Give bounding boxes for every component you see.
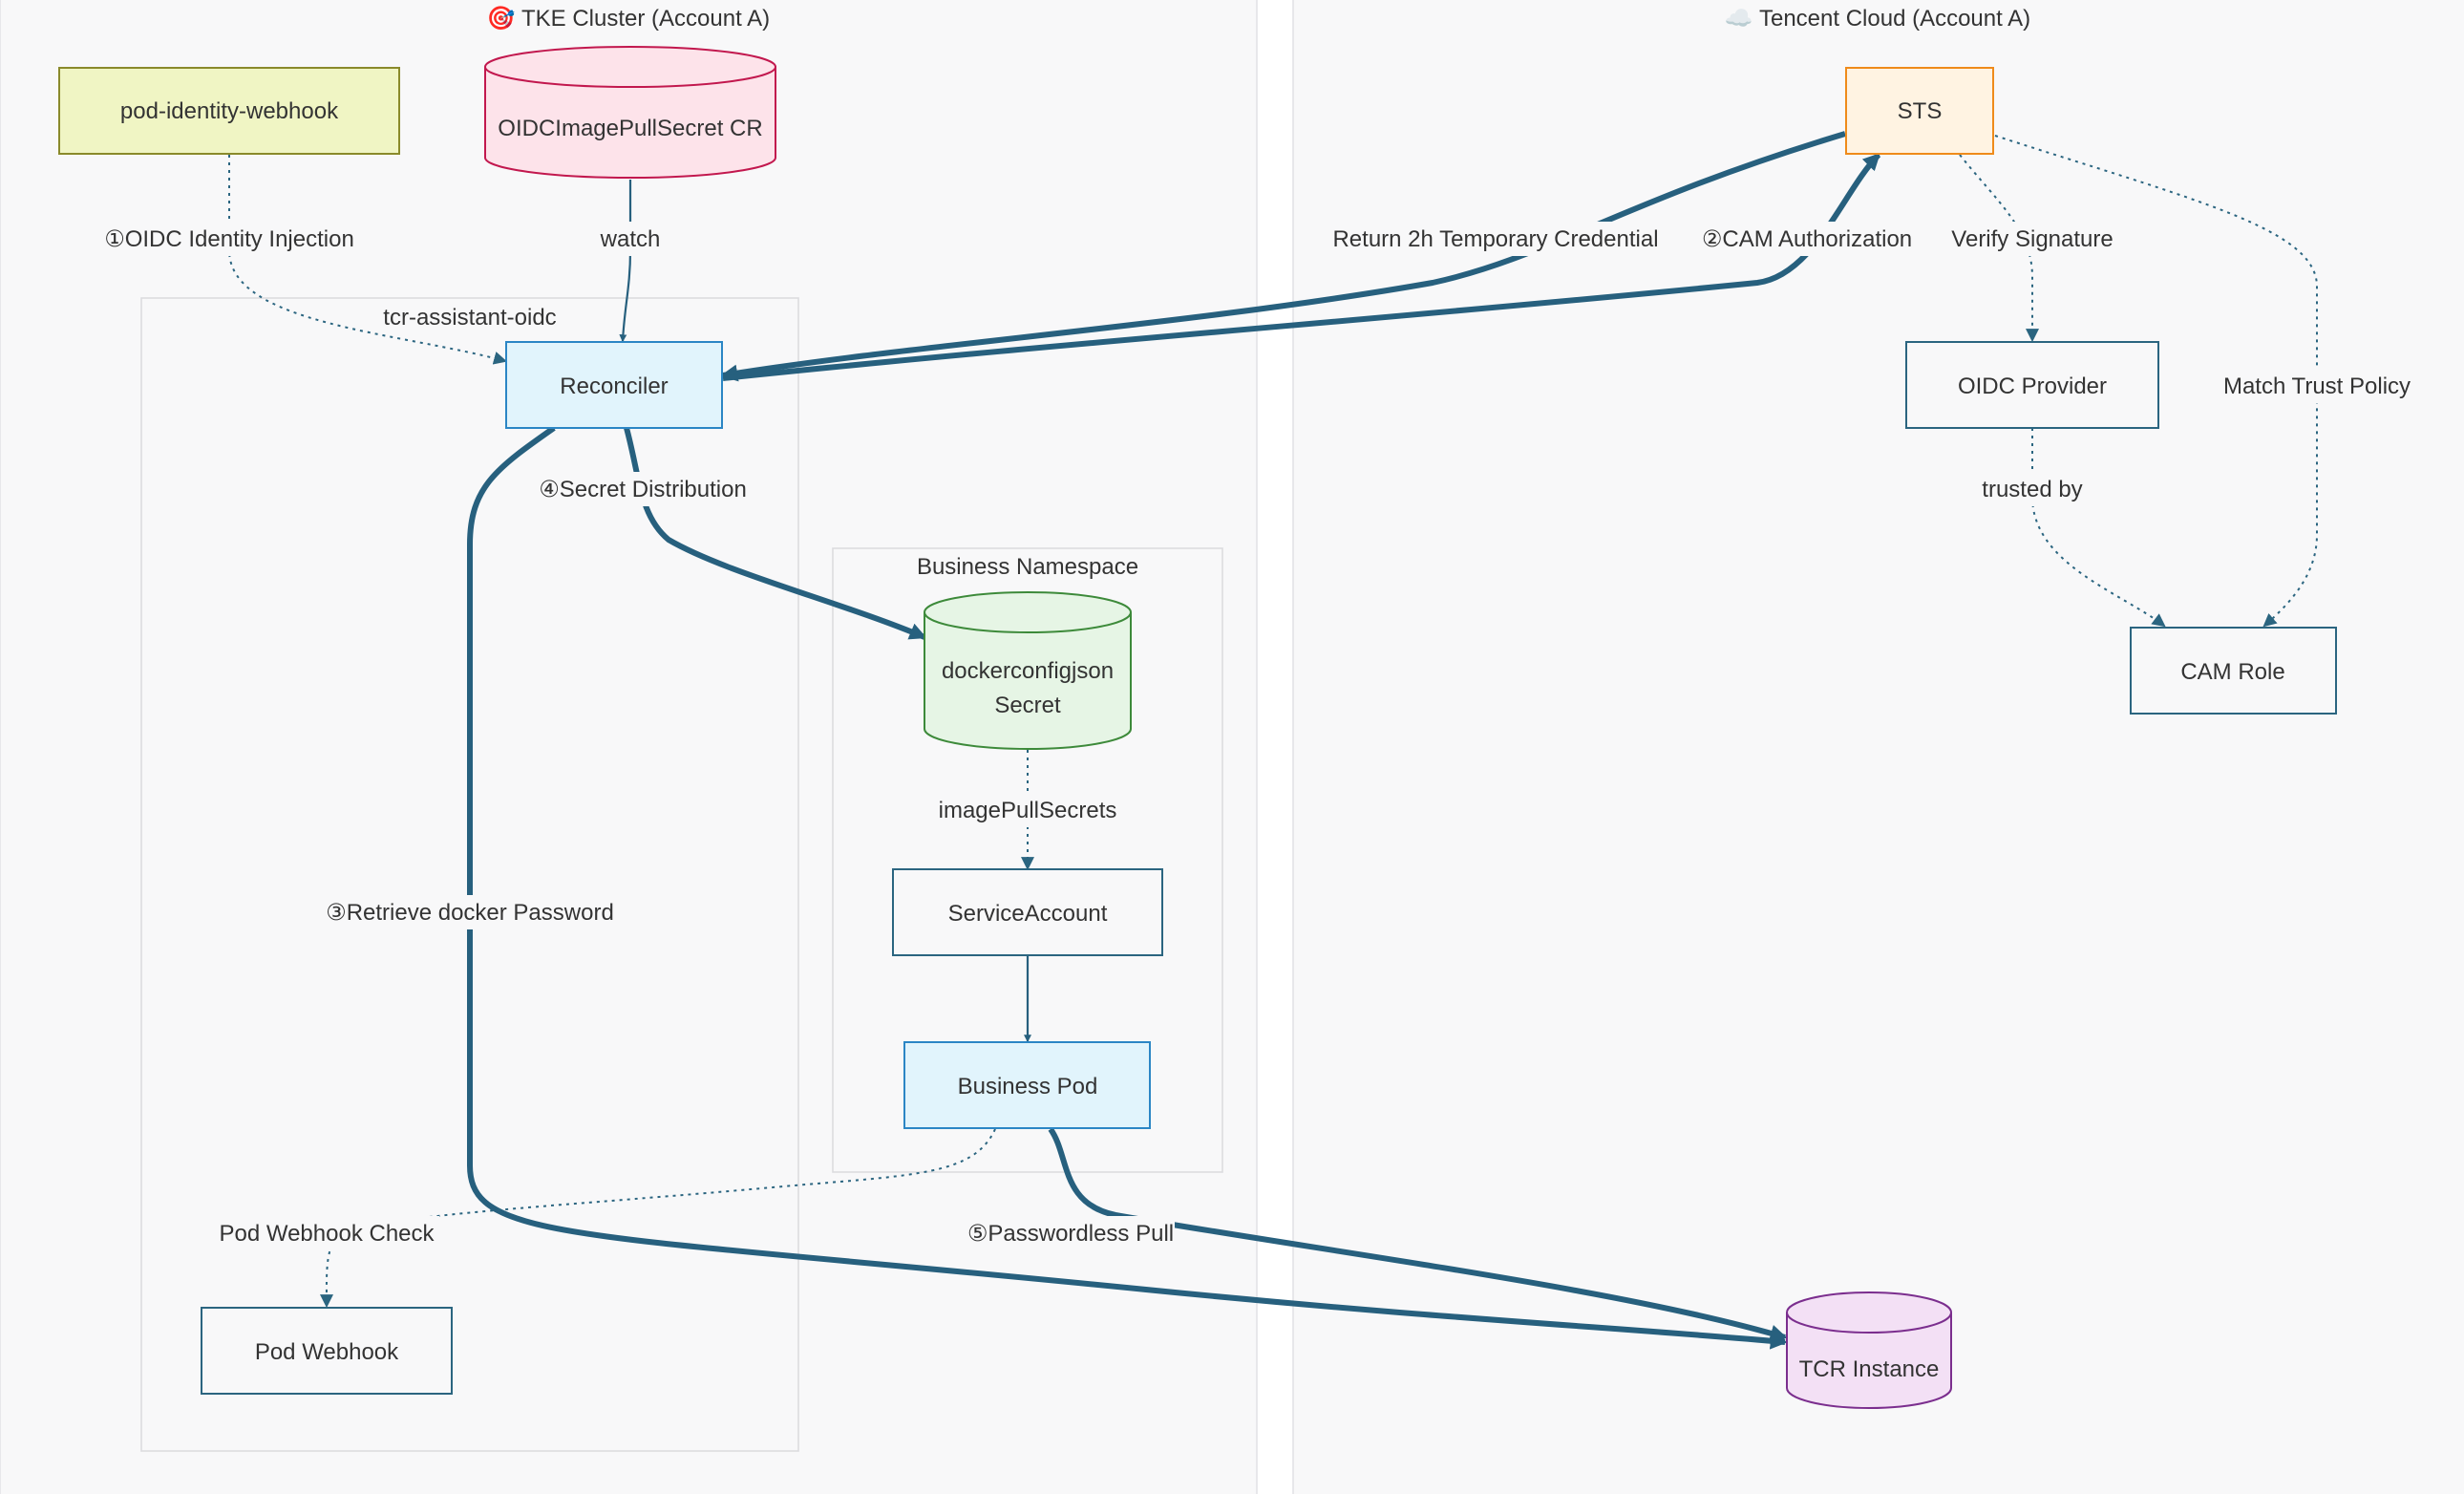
node-sts[interactable]: STS (1845, 67, 1994, 155)
label-retrieve-docker-password-text: ③Retrieve docker Password (326, 900, 614, 926)
label-cam-authorization: ②CAM Authorization (1692, 222, 1922, 256)
node-dockerconfigjson-secret-label-line2: Secret (994, 693, 1061, 718)
label-pod-webhook-check-text: Pod Webhook Check (219, 1221, 435, 1247)
cluster-tcr-assistant-oidc-title: tcr-assistant-oidc (383, 305, 556, 331)
label-retrieve-docker-password: ③Retrieve docker Password (322, 895, 618, 929)
node-tcr-instance[interactable]: TCR Instance (1786, 1291, 1952, 1409)
label-return-credential-text: Return 2h Temporary Credential (1332, 226, 1658, 252)
label-cam-authorization-text: ②CAM Authorization (1702, 226, 1912, 252)
edge-retrieve-docker-password (467, 425, 1788, 1350)
label-passwordless-pull: ⑤Passwordless Pull (966, 1216, 1175, 1250)
node-oidc-provider-label: OIDC Provider (1958, 374, 2107, 399)
node-cam-role-label: CAM Role (2180, 659, 2284, 685)
label-passwordless-pull-text: ⑤Passwordless Pull (967, 1221, 1174, 1247)
label-oidc-identity-injection-text: ①OIDC Identity Injection (104, 226, 354, 252)
node-pod-identity-webhook-label: pod-identity-webhook (120, 98, 339, 124)
node-oidc-provider[interactable]: OIDC Provider (1905, 341, 2159, 429)
node-reconciler[interactable]: Reconciler (505, 341, 723, 429)
node-pod-webhook-label: Pod Webhook (255, 1339, 399, 1365)
label-watch: watch (593, 222, 668, 256)
label-trusted-by-text: trusted by (1982, 477, 2082, 502)
label-match-trust-policy-text: Match Trust Policy (2223, 374, 2411, 399)
cluster-tencent-cloud-title: ☁️ Tencent Cloud (Account A) (1725, 6, 2030, 32)
node-serviceaccount[interactable]: ServiceAccount (892, 868, 1163, 956)
node-dockerconfigjson-secret-label-line1: dockerconfigjson (942, 658, 1114, 684)
edge-verify-signature (1959, 154, 2039, 343)
cluster-tke-title: 🎯 TKE Cluster (Account A) (487, 6, 770, 32)
label-oidc-identity-injection: ①OIDC Identity Injection (96, 222, 363, 256)
node-pod-webhook[interactable]: Pod Webhook (201, 1307, 453, 1395)
node-business-pod[interactable]: Business Pod (903, 1041, 1151, 1129)
label-secret-distribution-text: ④Secret Distribution (539, 477, 747, 502)
node-pod-identity-webhook[interactable]: pod-identity-webhook (58, 67, 400, 155)
label-image-pull-secrets: imagePullSecrets (932, 793, 1123, 827)
label-pod-webhook-check: Pod Webhook Check (214, 1216, 439, 1250)
edge-passwordless-pull (1048, 1127, 1788, 1342)
label-match-trust-policy: Match Trust Policy (2218, 369, 2416, 403)
edge-return-credential (720, 131, 1846, 382)
cluster-business-namespace-title: Business Namespace (917, 554, 1138, 580)
edge-trusted-by (2031, 428, 2166, 628)
label-image-pull-secrets-text: imagePullSecrets (939, 798, 1117, 823)
label-watch-text: watch (600, 226, 661, 252)
node-business-pod-label: Business Pod (958, 1074, 1098, 1099)
label-trusted-by: trusted by (1977, 472, 2088, 506)
edge-match-trust-policy (1994, 135, 2318, 628)
node-dockerconfigjson-secret[interactable]: dockerconfigjson Secret (924, 591, 1132, 750)
node-oidc-imagepullsecret-cr-label: OIDCImagePullSecret CR (498, 116, 762, 141)
node-oidc-imagepullsecret-cr[interactable]: OIDCImagePullSecret CR (484, 46, 776, 179)
edge-oidc-identity-injection (228, 155, 508, 365)
label-verify-signature: Verify Signature (1944, 222, 2120, 256)
node-serviceaccount-label: ServiceAccount (948, 901, 1108, 927)
label-secret-distribution: ④Secret Distribution (533, 472, 753, 506)
label-return-credential: Return 2h Temporary Credential (1321, 222, 1670, 256)
node-sts-label: STS (1898, 98, 1943, 124)
node-cam-role[interactable]: CAM Role (2130, 627, 2337, 715)
node-reconciler-label: Reconciler (560, 374, 668, 399)
label-verify-signature-text: Verify Signature (1951, 226, 2113, 252)
node-tcr-instance-label: TCR Instance (1799, 1356, 1940, 1382)
